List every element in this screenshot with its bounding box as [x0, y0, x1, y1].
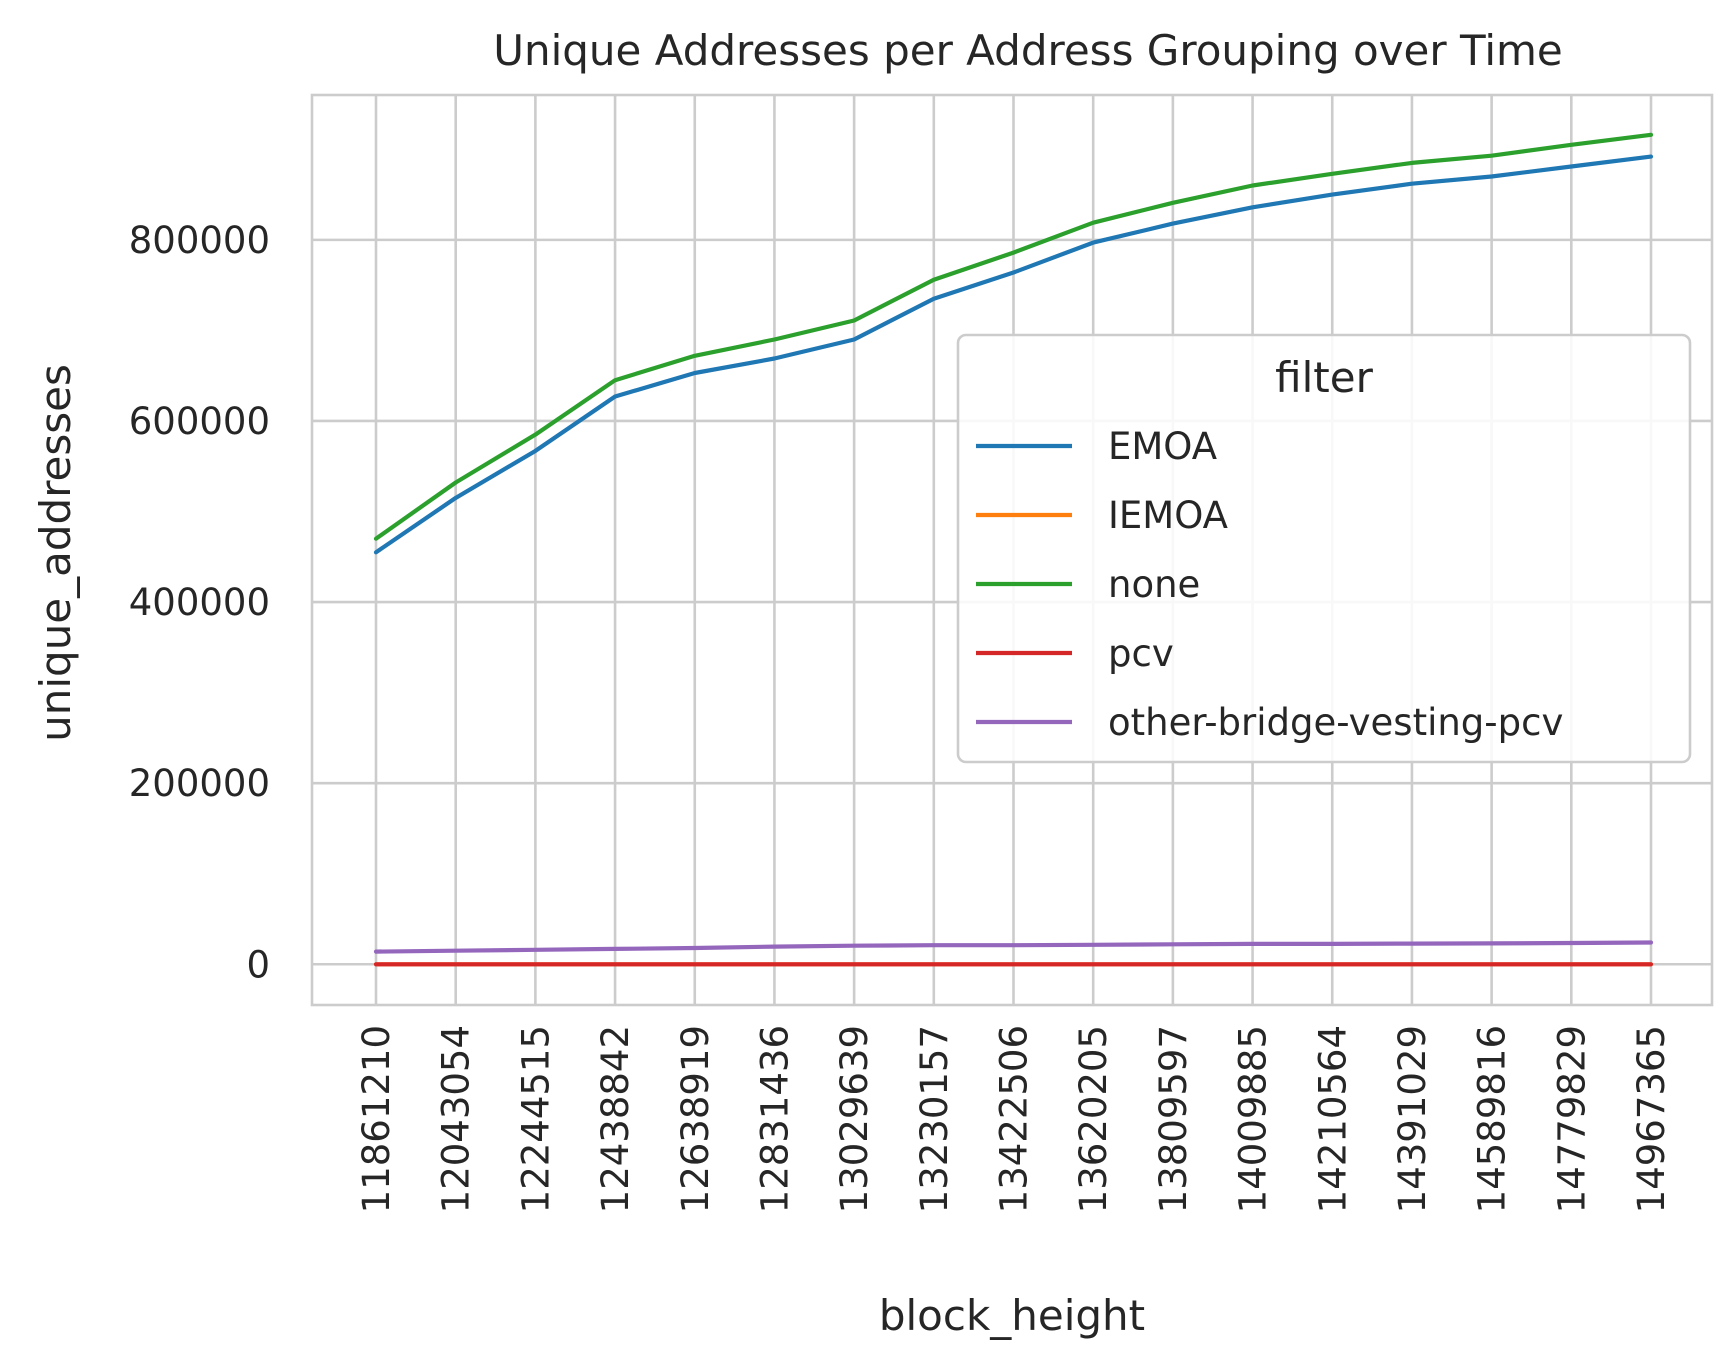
- x-tick-label: 14210564: [1311, 1025, 1354, 1213]
- x-tick-label: 14589816: [1471, 1025, 1514, 1213]
- legend-label: other-bridge-vesting-pcv: [1108, 701, 1563, 744]
- legend-box: [956, 333, 1692, 764]
- x-tick-label: 12438842: [594, 1025, 637, 1213]
- plot-area-frame: [310, 93, 1714, 1007]
- y-axis-label: unique_addresses: [31, 364, 80, 742]
- legend-label: pcv: [1108, 632, 1174, 675]
- chart-title: Unique Addresses per Address Grouping ov…: [493, 26, 1563, 75]
- series-line-other-bridge-vesting-pcv: [373, 940, 1654, 954]
- series-line-none: [373, 132, 1654, 541]
- x-tick-label: 14779829: [1550, 1025, 1593, 1213]
- y-tick-label: 800000: [129, 219, 270, 262]
- legend-label: IEMOA: [1108, 494, 1228, 537]
- legend-items: EMOA IEMOA none pcv other-bridge-vesting-pcv: [976, 425, 1563, 744]
- y-tick-label: 0: [246, 943, 270, 986]
- x-tick-label: 13029639: [833, 1025, 876, 1213]
- x-axis-label: block_height: [879, 1291, 1145, 1340]
- x-tick-label: 14009885: [1232, 1025, 1275, 1213]
- x-tick-label: 12244515: [514, 1025, 557, 1213]
- series-lines: [373, 132, 1654, 967]
- y-tick-label: 400000: [129, 581, 270, 624]
- y-tick-label: 600000: [129, 400, 270, 443]
- x-tick-label: 12638919: [674, 1025, 717, 1213]
- x-tick-label: 12831436: [753, 1025, 796, 1213]
- y-axis-ticks: 0 200000 400000 600000 800000: [129, 219, 270, 986]
- y-tick-label: 200000: [129, 762, 270, 805]
- series-line-emoa: [373, 154, 1654, 555]
- legend-title: filter: [1275, 353, 1373, 402]
- x-axis-ticks: 11861210 12043054 12244515 12438842 12638919…: [355, 1025, 1673, 1213]
- legend-label: none: [1108, 563, 1200, 606]
- x-tick-label: 14967365: [1630, 1025, 1673, 1213]
- x-tick-label: 13809597: [1152, 1025, 1195, 1213]
- x-tick-label: 14391029: [1391, 1025, 1434, 1213]
- legend: filter EMOA IEMOA none pcv other-bridge-vest…: [956, 333, 1692, 764]
- x-tick-label: 13422506: [993, 1025, 1036, 1213]
- x-tick-label: 11861210: [355, 1025, 398, 1213]
- x-tick-label: 12043054: [435, 1025, 478, 1213]
- x-tick-label: 13230157: [913, 1025, 956, 1213]
- x-tick-label: 13620205: [1072, 1025, 1115, 1213]
- legend-label: EMOA: [1108, 425, 1217, 468]
